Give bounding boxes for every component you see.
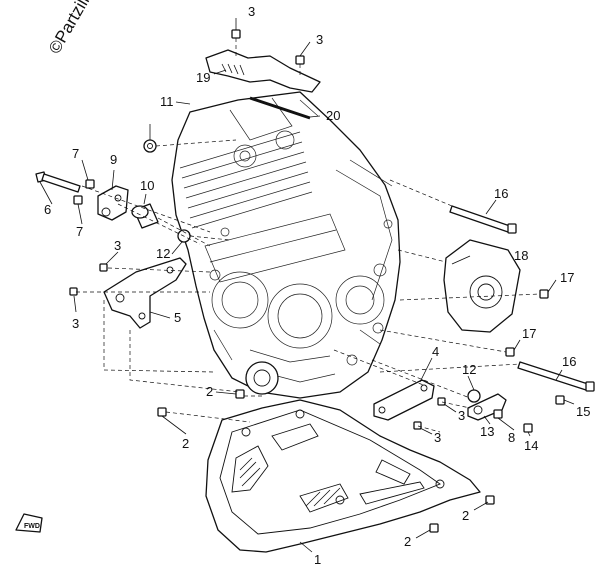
callout-3: 3 bbox=[434, 430, 441, 445]
callout-2: 2 bbox=[462, 508, 469, 523]
callout-12: 12 bbox=[462, 362, 476, 377]
callout-7: 7 bbox=[72, 146, 79, 161]
callout-16: 16 bbox=[562, 354, 576, 369]
callout-3: 3 bbox=[72, 316, 79, 331]
callout-2: 2 bbox=[206, 384, 213, 399]
leader-lines bbox=[39, 18, 575, 553]
callout-5: 5 bbox=[174, 310, 181, 325]
callout-13: 13 bbox=[480, 424, 494, 439]
right-bracket-parts bbox=[373, 379, 565, 433]
fwd-label: FWD bbox=[24, 523, 40, 530]
callout-3: 3 bbox=[248, 4, 255, 19]
callout-14: 14 bbox=[524, 438, 538, 453]
callout-4: 4 bbox=[432, 344, 439, 359]
callout-20: 20 bbox=[326, 108, 340, 123]
callout-labels: 3 3 19 11 20 7 9 6 7 10 16 18 3 12 17 3 … bbox=[44, 4, 590, 567]
callout-19: 19 bbox=[196, 70, 210, 85]
callout-16: 16 bbox=[494, 186, 508, 201]
callout-3: 3 bbox=[458, 408, 465, 423]
callout-12: 12 bbox=[156, 246, 170, 261]
callout-8: 8 bbox=[508, 430, 515, 445]
engine-assembly bbox=[171, 91, 401, 399]
rod bbox=[249, 96, 311, 120]
callout-2: 2 bbox=[182, 436, 189, 451]
callout-11: 11 bbox=[160, 94, 174, 109]
skid-plate bbox=[205, 399, 481, 553]
callout-3: 3 bbox=[316, 32, 323, 47]
left-mount-parts bbox=[35, 139, 191, 329]
callout-1: 1 bbox=[314, 552, 321, 567]
callout-7: 7 bbox=[76, 224, 83, 239]
callout-10: 10 bbox=[140, 178, 154, 193]
watermark-text: ©Partzilla bbox=[45, 0, 98, 57]
callout-2: 2 bbox=[404, 534, 411, 549]
callout-3: 3 bbox=[114, 238, 121, 253]
skid-plate-bolts bbox=[157, 29, 495, 533]
callout-17: 17 bbox=[522, 326, 536, 341]
long-bolts bbox=[449, 205, 595, 392]
assembly-guide-lines bbox=[76, 38, 541, 433]
callout-9: 9 bbox=[110, 152, 117, 167]
callout-15: 15 bbox=[576, 404, 590, 419]
callout-18: 18 bbox=[514, 248, 528, 263]
forward-direction-arrow: FWD bbox=[15, 513, 43, 533]
callout-6: 6 bbox=[44, 202, 51, 217]
cover-plate bbox=[443, 239, 521, 333]
callout-17: 17 bbox=[560, 270, 574, 285]
heat-shield bbox=[205, 49, 321, 93]
